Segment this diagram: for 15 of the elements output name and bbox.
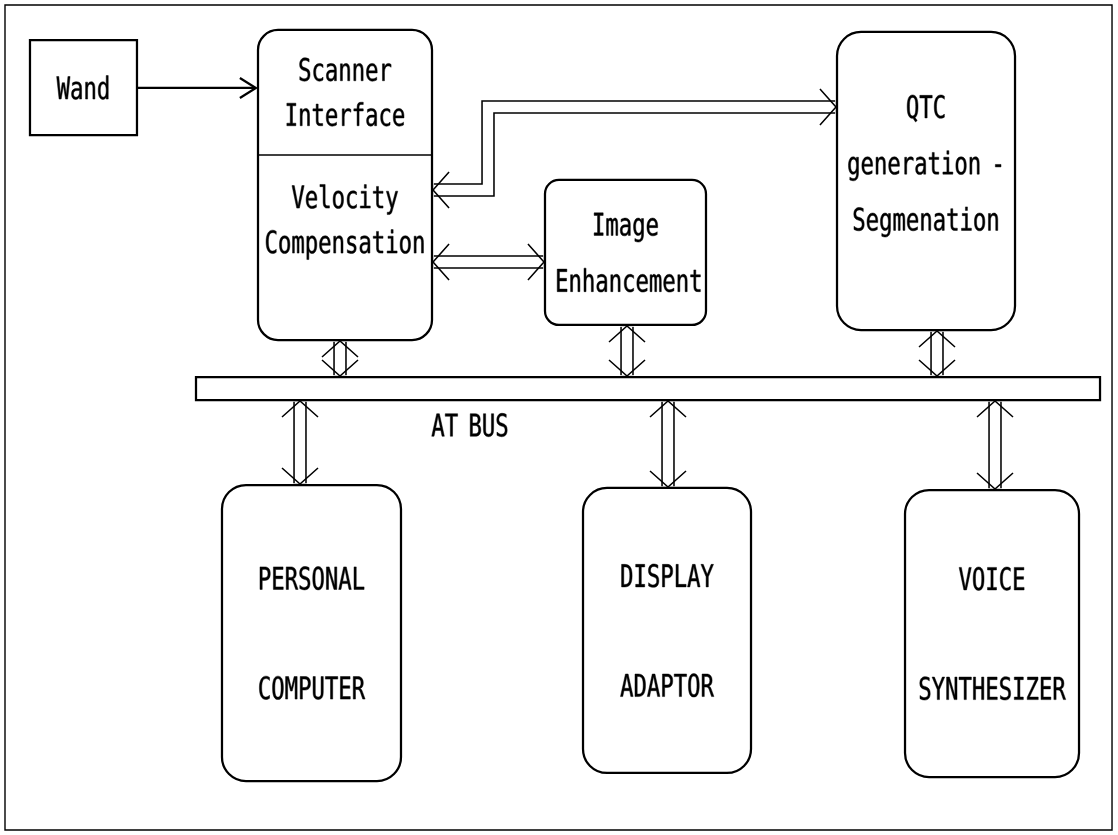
process-box: PERSONAL COMPUTER	[220, 483, 403, 783]
arrow	[649, 400, 687, 488]
process-box: Image Enhancement	[543, 178, 708, 327]
process-box: VOICE SYNTHESIZER	[903, 488, 1081, 779]
bus-bar: AT BUS	[194, 375, 1102, 437]
process-box: QTC generation - Segmenation	[835, 30, 1017, 332]
arrow	[432, 243, 545, 281]
process-box: Wand	[28, 38, 139, 137]
arrow	[281, 400, 319, 485]
process-box: DISPLAY ADAPTOR	[581, 486, 753, 775]
node-label: AT BUS	[431, 413, 508, 437]
arrow	[432, 88, 837, 209]
arrow	[137, 77, 258, 99]
process-box: Scanner Interface Velocity Compensation	[256, 28, 434, 342]
arrow	[976, 400, 1014, 490]
